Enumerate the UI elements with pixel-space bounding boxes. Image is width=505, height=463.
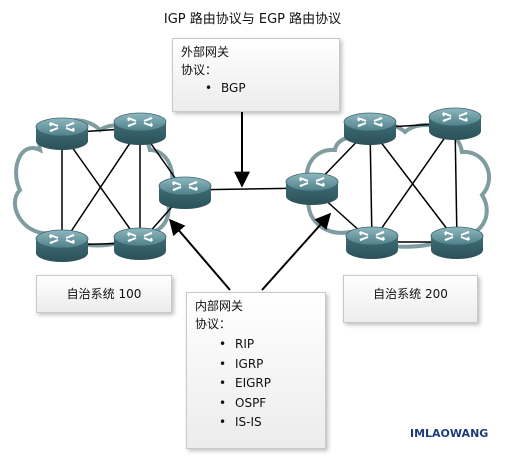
exterior-heading: 外部网关 [181, 45, 230, 59]
router-icon [35, 229, 89, 263]
interior-gateway-box: 内部网关 协议： RIP IGRP EIGRP OSPF IS-IS [186, 292, 326, 449]
arrow-icon [168, 218, 231, 291]
interior-heading: 内部网关 [195, 299, 244, 313]
router-icon [285, 172, 339, 206]
list-item: EIGRP [195, 374, 317, 392]
diagram-title: IGP 路由协议与 EGP 路由协议 [163, 12, 342, 27]
router-icon [430, 226, 484, 260]
router-icon [113, 227, 167, 261]
arrow-icon [261, 212, 332, 291]
exterior-gateway-box: 外部网关 协议： BGP [172, 38, 340, 112]
router-icon [35, 117, 89, 151]
list-item: IS-IS [195, 413, 317, 431]
router-icon [113, 112, 167, 146]
list-item: IGRP [195, 355, 317, 373]
router-icon [345, 226, 399, 260]
list-item: OSPF [195, 394, 317, 412]
as-left-box: 自治系统 100 [36, 275, 172, 313]
router-icon [158, 176, 212, 210]
as-right-box: 自治系统 200 [343, 275, 478, 323]
exterior-protocols-label: 协议： [181, 63, 218, 77]
router-icon [343, 112, 397, 146]
interior-protocols-label: 协议： [195, 317, 232, 331]
watermark-logo: IMLAOWANG [410, 427, 489, 440]
router-icon [428, 107, 482, 141]
list-item: BGP [181, 79, 331, 97]
list-item: RIP [195, 335, 317, 353]
as-right-label: 自治系统 200 [373, 287, 448, 301]
as-left-label: 自治系统 100 [66, 287, 142, 301]
